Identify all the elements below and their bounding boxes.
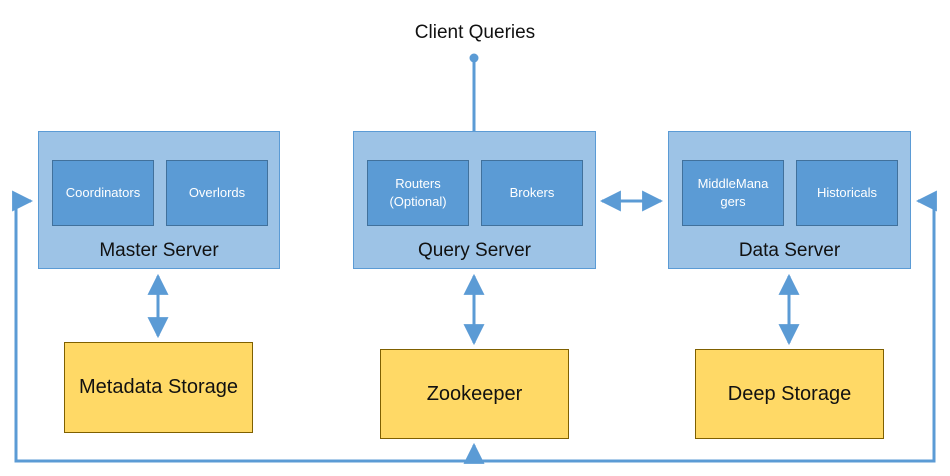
master-server: Coordinators Overlords Master Server [38,131,280,269]
routers-box: Routers (Optional) [367,160,469,226]
coordinators-box: Coordinators [52,160,154,226]
client-queries-label: Client Queries [414,22,536,43]
brokers-box: Brokers [481,160,583,226]
zookeeper-box: Zookeeper [380,349,569,439]
client-queries-dot [469,53,479,63]
overlords-box: Overlords [166,160,268,226]
query-server: Routers (Optional) Brokers Query Server [353,131,596,269]
metadata-storage-box: Metadata Storage [64,342,253,433]
query-server-title: Query Server [418,240,531,261]
historicals-box: Historicals [796,160,898,226]
deep-storage-box: Deep Storage [695,349,884,439]
middlemanagers-box: MiddleMana gers [682,160,784,226]
data-server-title: Data Server [738,240,841,261]
data-server: MiddleMana gers Historicals Data Server [668,131,911,269]
master-server-title: Master Server [99,240,219,261]
